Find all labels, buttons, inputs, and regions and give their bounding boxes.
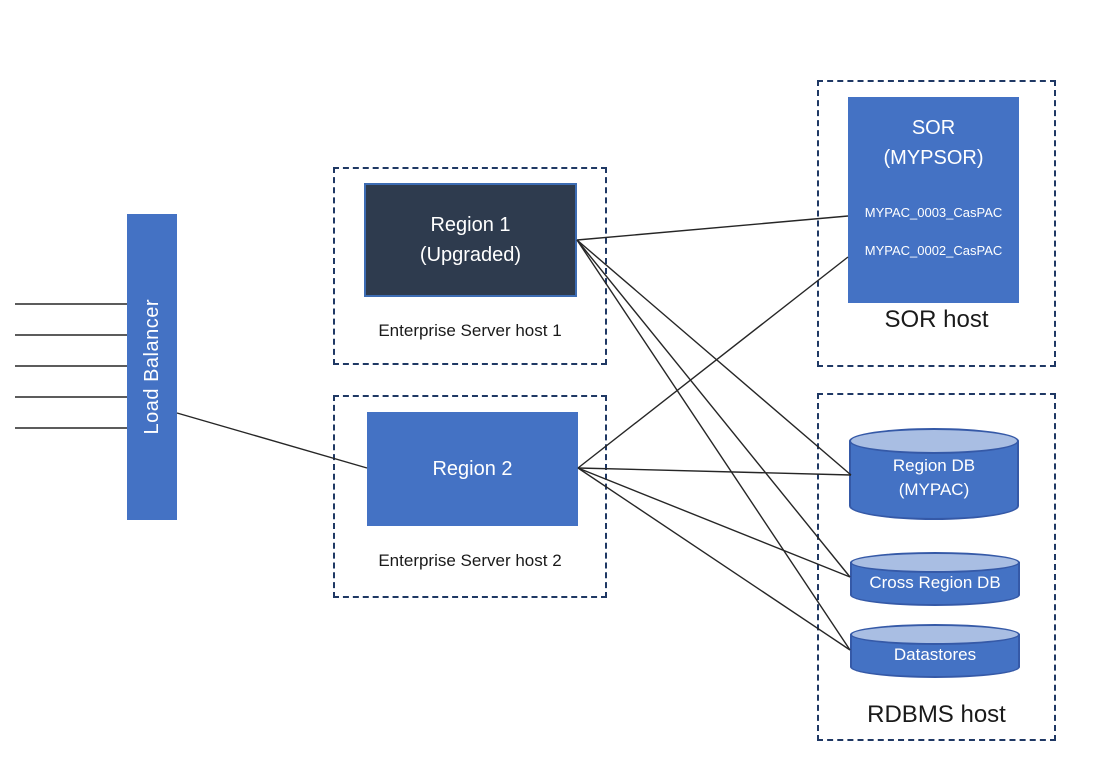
sor-node: SOR (MYPSOR) MYPAC_0003_CasPAC MYPAC_000… [848,97,1019,303]
rdbms-host-label: RDBMS host [867,701,1006,728]
edge-region-2-to-datastores [577,467,851,651]
edge-region-1-to-datastores [576,239,851,651]
edge-region-1-to-cross-region-db [576,239,851,578]
cylinder-top-ellipse [850,624,1020,645]
region-1-node: Region 1 (Upgraded) [364,183,577,297]
region-2-node: Region 2 [367,412,578,526]
edge-region-2-to-region-db [577,467,852,476]
datastores-title: Datastores [893,645,977,664]
region-db-subtitle: (MYPAC) [898,480,970,499]
sor-title: SOR [911,117,956,139]
sor-instance-mypac-0003: MYPAC_0003_CasPAC [864,205,1003,220]
enterprise-server-host-2-label: Enterprise Server host 2 [378,551,562,570]
sor-host-label: SOR host [884,306,989,333]
sor-subtitle: (MYPSOR) [883,147,984,169]
region-db-label: Region DB (MYPAC) [849,428,1019,520]
load-balancer-node: Load Balancer [127,214,177,520]
region-db-title: Region DB [892,456,976,475]
datastores-label: Datastores [850,624,1020,678]
region-1-subtitle: (Upgraded) [419,244,522,266]
region-1-title: Region 1 [430,214,511,236]
enterprise-server-host-1-label: Enterprise Server host 1 [378,321,562,340]
region-db-cylinder: Region DB (MYPAC) [849,428,1019,520]
cross-region-db-title: Cross Region DB [869,573,1001,592]
cylinder-body [849,441,1019,520]
edge-region-2-to-sor-instance-mypac-0002 [577,256,849,469]
sor-title-block: SOR (MYPSOR) [884,113,984,173]
edge-region-1-to-region-db [576,239,852,476]
edge-region-2-to-cross-region-db [577,467,851,578]
load-balancer-label: Load Balancer [140,299,163,435]
cross-region-db-cylinder: Cross Region DB [850,552,1020,606]
datastores-cylinder: Datastores [850,624,1020,678]
cylinder-top-ellipse [850,552,1020,573]
region-2-title: Region 2 [432,457,513,480]
edge-region-1-to-sor-instance-mypac-0003 [576,215,849,241]
cross-region-db-label: Cross Region DB [850,552,1020,606]
sor-instance-mypac-0002: MYPAC_0002_CasPAC [864,243,1003,258]
